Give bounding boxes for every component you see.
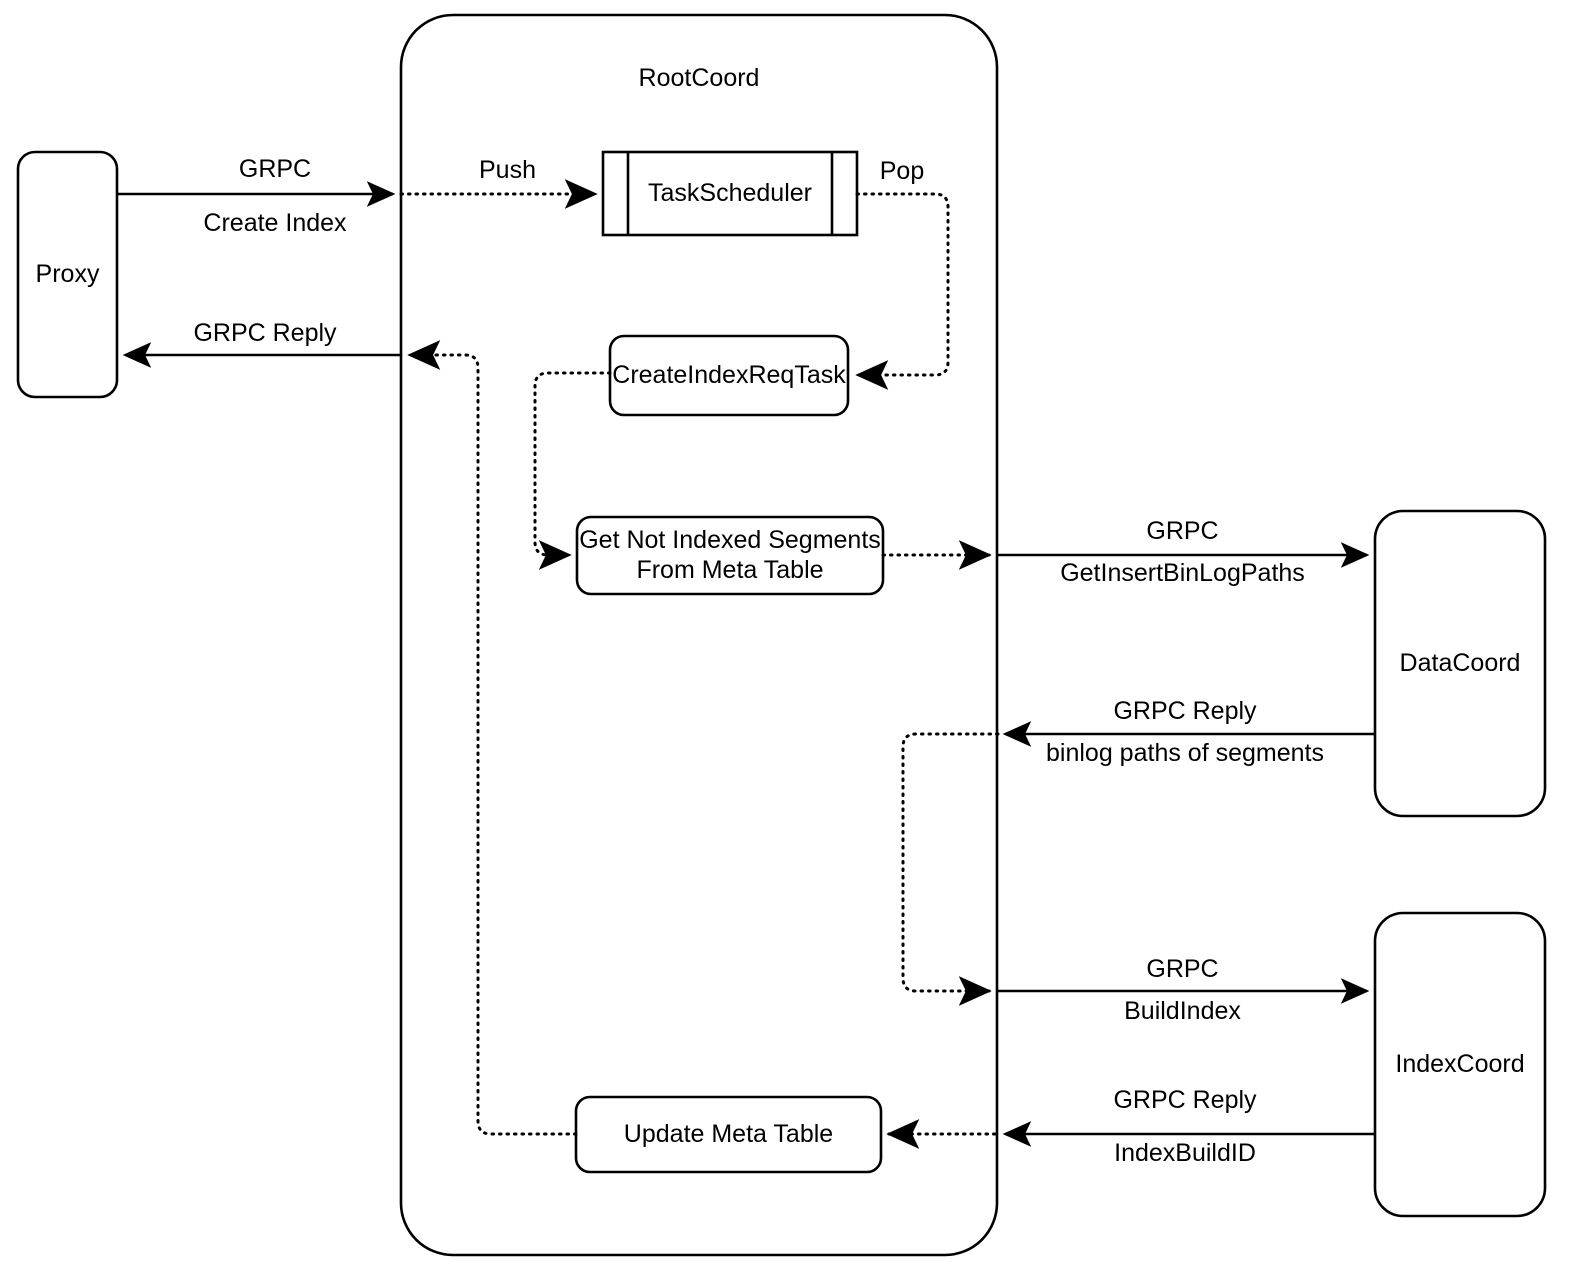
edge-label-binlog-paths-of-segments: binlog paths of segments [1046,739,1324,767]
edge-label-grpc-reply-datacoord: GRPC Reply [1113,697,1257,725]
node-get-not-indexed-segments-shape[interactable] [575,515,885,596]
edge-label-get-insert-binlog-paths: GetInsertBinLogPaths [1060,559,1305,587]
node-create-index-req-task-shape[interactable] [608,334,850,417]
edge-label-grpc-indexcoord: GRPC [1146,955,1219,983]
edge-label-create-index: Create Index [203,209,347,237]
node-update-meta-table-shape[interactable] [574,1095,883,1174]
node-task-scheduler-shape[interactable] [601,150,859,237]
edge-label-index-build-id: IndexBuildID [1114,1139,1256,1167]
edge-binlog-to-buildindex-route [901,732,1000,1006]
edge-label-push: Push [479,156,536,184]
node-datacoord-shape[interactable] [1373,509,1547,818]
edge-label-grpc-reply-proxy: GRPC Reply [193,319,337,347]
edge-label-grpc-reply-indexcoord: GRPC Reply [1113,1086,1257,1114]
edge-task-to-segments [533,371,612,570]
node-indexcoord-shape[interactable] [1373,911,1547,1218]
node-proxy-shape[interactable] [16,150,119,399]
edge-pop-to-create-index-req-task [855,192,950,390]
edge-label-pop: Pop [879,157,925,185]
edge-label-grpc-datacoord: GRPC [1146,517,1219,545]
edge-update-meta-to-grpc-reply [407,340,578,1136]
edge-label-grpc-proxy: GRPC [238,155,312,183]
edge-label-build-index: BuildIndex [1124,997,1241,1025]
container-rootcoord [399,13,999,1257]
